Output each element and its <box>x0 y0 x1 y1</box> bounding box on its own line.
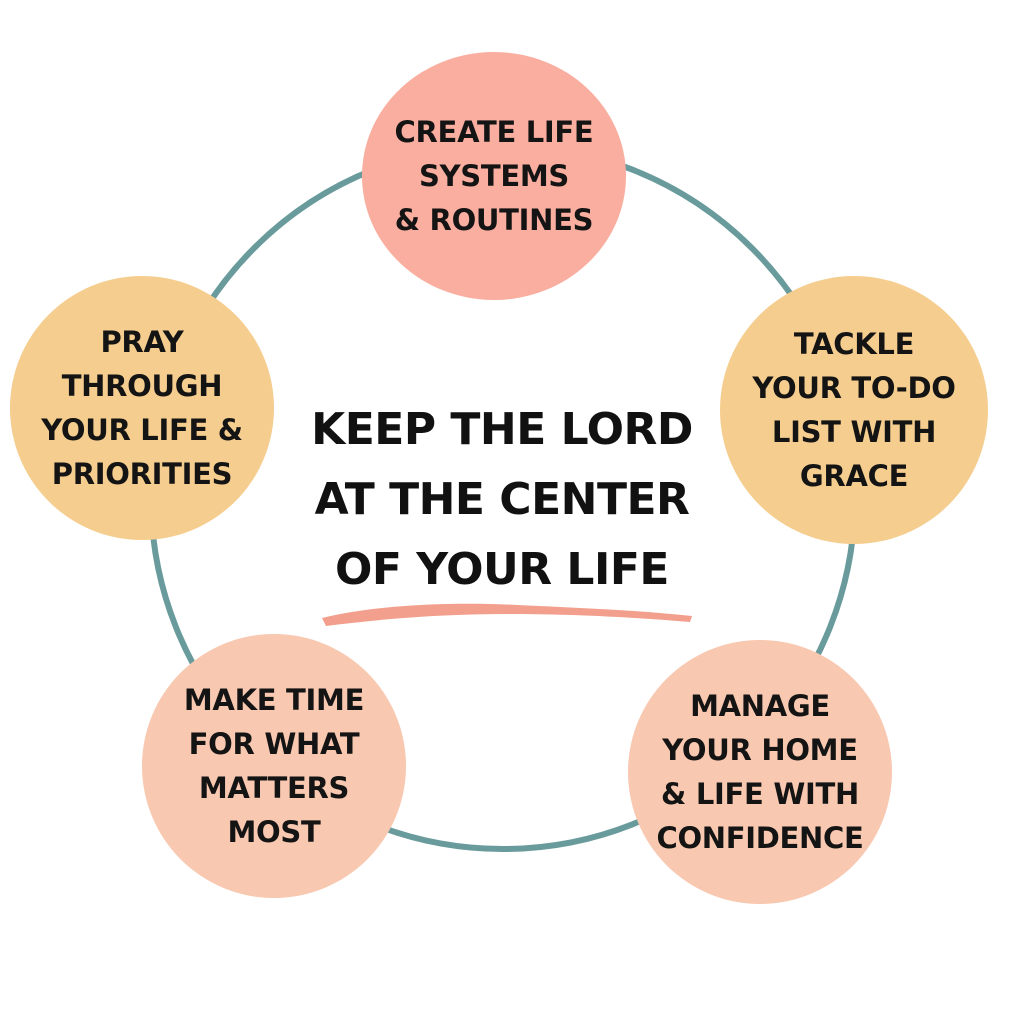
node-label-create-life-systems: CREATE LIFE SYSTEMS & ROUTINES <box>394 115 594 237</box>
node-tackle-todo: TACKLE YOUR TO-DO LIST WITH GRACE <box>720 276 988 544</box>
node-create-life-systems: CREATE LIFE SYSTEMS & ROUTINES <box>362 52 626 300</box>
node-pray-through: PRAY THROUGH YOUR LIFE & PRIORITIES <box>10 276 274 540</box>
center-title: KEEP THE LORD AT THE CENTER OF YOUR LIFE <box>311 404 693 595</box>
node-label-pray-through: PRAY THROUGH YOUR LIFE & PRIORITIES <box>41 325 243 491</box>
brush-stroke <box>322 603 692 626</box>
node-label-tackle-todo: TACKLE YOUR TO-DO LIST WITH GRACE <box>752 327 956 493</box>
center-statement: KEEP THE LORD AT THE CENTER OF YOUR LIFE <box>262 395 742 605</box>
node-make-time: MAKE TIME FOR WHAT MATTERS MOST <box>142 634 406 898</box>
brush-underline <box>322 603 692 626</box>
node-label-manage-home: MANAGE YOUR HOME & LIFE WITH CONFIDENCE <box>656 689 864 855</box>
node-label-make-time: MAKE TIME FOR WHAT MATTERS MOST <box>183 683 365 849</box>
node-manage-home: MANAGE YOUR HOME & LIFE WITH CONFIDENCE <box>628 640 892 904</box>
